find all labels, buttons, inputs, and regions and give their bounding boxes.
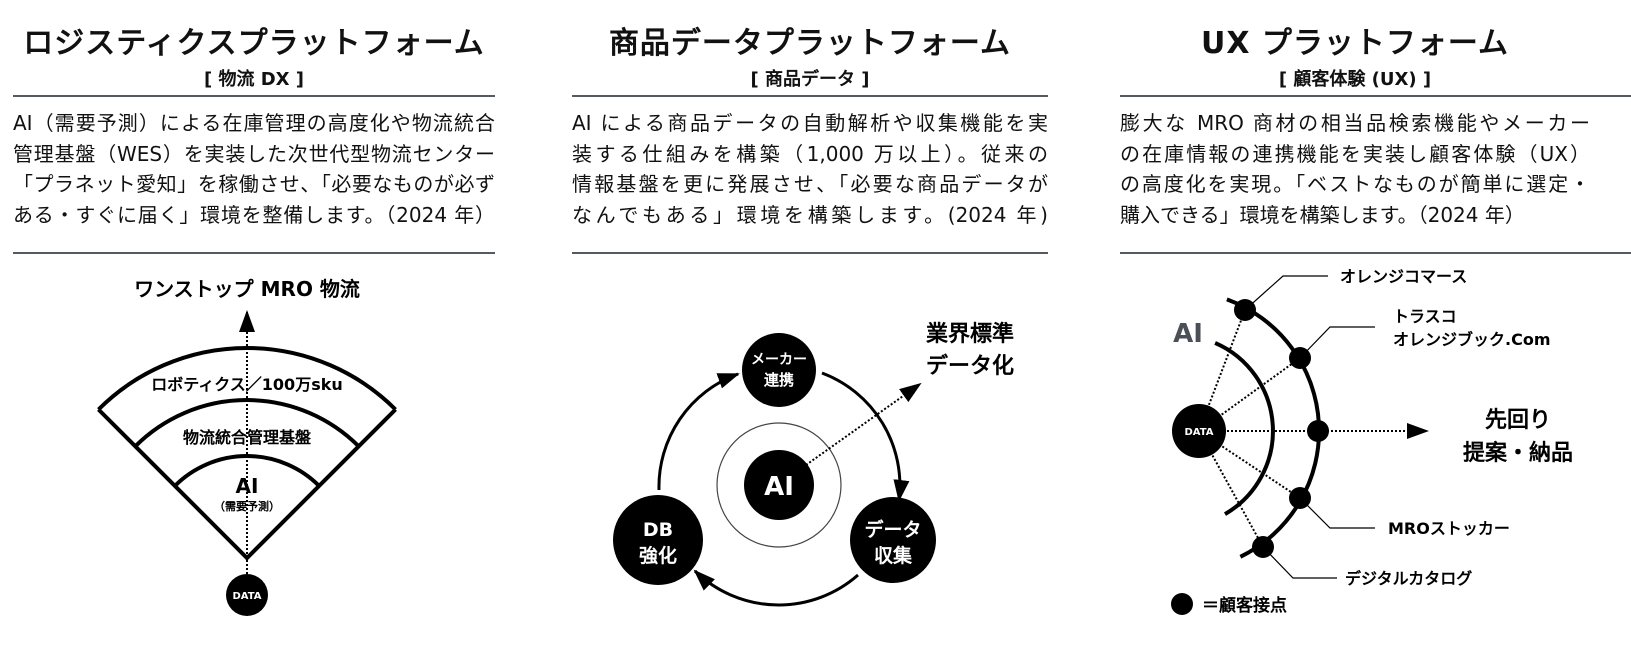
touchpoint-orange-commerce: オレンジコマース	[1340, 267, 1467, 286]
touchpoint-digital-catalog: デジタルカタログ	[1345, 569, 1472, 588]
node-label: 連携	[764, 371, 794, 389]
description-line: ある・すぐに届く」環境を整備します。（2024 年）	[13, 202, 495, 227]
divider	[13, 95, 495, 97]
section-description: AI による商品データの自動解析や収集機能を実 装する仕組みを構築（1,000 …	[572, 108, 1048, 230]
description-line: 膨大な MRO 商材の相当品検索機能やメーカー	[1120, 111, 1590, 135]
legend-label: ＝顧客接点	[1202, 595, 1287, 616]
logistics-fan-diagram: ワンストップ MRO 物流 ロボティクス／100万sku 物流統合管理基盤 AI…	[97, 277, 397, 616]
description-line: AI（需要予測）による在庫管理の高度化や物流統合	[13, 111, 495, 135]
cycle-arrow	[657, 372, 740, 491]
output-label: 先回り	[1485, 408, 1551, 433]
touchpoint-orange-book: オレンジブック.Com	[1393, 330, 1551, 349]
section-subtitle: [ 商品データ ]	[750, 69, 870, 90]
goal-label: ワンストップ MRO 物流	[134, 277, 360, 301]
section-subtitle: [ 顧客体験 (UX) ]	[1278, 69, 1432, 90]
layer-demand-forecast: （需要予測）	[214, 499, 280, 513]
description-line: 情報基盤を更に発展させ、「必要な商品データが	[572, 172, 1048, 196]
cycle-arrow	[821, 371, 910, 502]
data-label: DATA	[232, 591, 261, 602]
inner-arc	[1214, 341, 1275, 516]
output-label: 提案・納品	[1463, 440, 1573, 466]
node-label: DB	[643, 519, 673, 541]
data-node	[226, 574, 268, 616]
data-collection-node	[850, 497, 936, 583]
data-label: DATA	[1184, 427, 1213, 438]
cycle-arrow	[693, 569, 859, 607]
output-label: データ化	[926, 353, 1014, 379]
divider	[1120, 252, 1631, 254]
ai-node	[744, 450, 814, 520]
section-subtitle: [ 物流 DX ]	[203, 69, 305, 90]
touchpoint-dots	[1234, 299, 1329, 558]
divider	[572, 95, 1048, 97]
legend-dot-icon	[1171, 593, 1193, 615]
inner-arc	[173, 454, 321, 488]
description-line: 装する仕組みを構築（1,000 万以上）。従来の	[572, 141, 1048, 166]
divider	[13, 252, 495, 254]
description-line: 管理基盤（WES）を実装した次世代型物流センター	[13, 141, 495, 166]
description-line: の高度化を実現。「ベストなものが簡単に選定・	[1120, 172, 1590, 196]
node-label: データ	[864, 518, 921, 541]
touchpoint-mro-stocker: MROストッカー	[1388, 519, 1510, 538]
ai-label: AI	[1173, 319, 1203, 349]
section-description: AI（需要予測）による在庫管理の高度化や物流統合 管理基盤（WES）を実装した次…	[13, 108, 495, 230]
product-data-cycle-diagram: AI メーカー 連携 データ 収集 DB 強化 業界標準 データ化	[613, 321, 1014, 607]
ux-touchpoint-diagram: DATA AI オレンジコマース トラスコ オレンジブック.Com MROストッ…	[1171, 267, 1573, 616]
section-description: 膨大な MRO 商材の相当品検索機能やメーカー の在庫情報の連携機能を実装し顧客…	[1120, 108, 1590, 230]
description-line: 購入できる」環境を構築します。（2024 年）	[1120, 202, 1525, 227]
db-enhance-node	[613, 495, 703, 585]
outer-arc	[97, 345, 397, 411]
layer-wes: 物流統合管理基盤	[183, 428, 312, 447]
layer-robotics: ロボティクス／100万sku	[151, 375, 343, 394]
maker-link-node	[742, 333, 816, 407]
node-label: 強化	[639, 544, 677, 567]
divider	[572, 252, 1048, 254]
data-node	[1172, 404, 1226, 458]
leader-lines	[1244, 275, 1375, 579]
fan-sides	[97, 408, 397, 561]
output-label: 業界標準	[926, 321, 1014, 347]
divider	[1120, 95, 1631, 97]
node-label: メーカー	[751, 352, 807, 368]
description-line: AI による商品データの自動解析や収集機能を実	[572, 111, 1048, 135]
description-line: 「プラネット愛知」を稼働させ、「必要なものが必ず	[13, 172, 495, 196]
ai-ring	[716, 422, 842, 548]
layer-ai: AI	[236, 474, 259, 498]
description-line: なんでもある」環境を構築します。(2024 年)	[572, 202, 1048, 227]
ai-label: AI	[764, 472, 794, 502]
dotted-output-arrow	[805, 382, 922, 466]
description-line: の在庫情報の連携機能を実装し顧客体験（UX）	[1120, 141, 1590, 166]
section-title: ロジスティクスプラットフォーム	[23, 26, 485, 61]
node-label: 収集	[874, 544, 913, 567]
section-title: UX プラットフォーム	[1200, 26, 1510, 61]
touchpoint-trusco: トラスコ	[1393, 307, 1457, 326]
section-title: 商品データプラットフォーム	[608, 26, 1012, 61]
middle-arc	[133, 398, 361, 448]
